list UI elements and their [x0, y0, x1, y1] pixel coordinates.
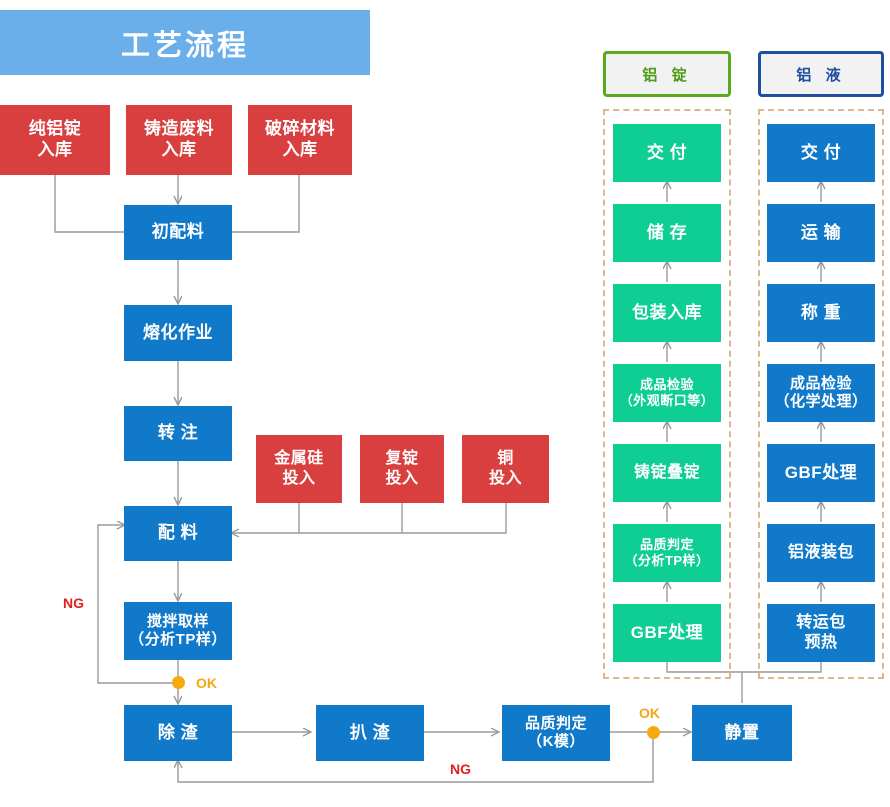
node-label: 成品检验 [639, 377, 694, 393]
branch-blue-step-6[interactable]: 转运包 预热 [767, 604, 875, 662]
branch-green-step-4[interactable]: 铸锭叠锭 [613, 444, 721, 502]
node-label: 转 注 [157, 423, 199, 443]
node-label: （K模） [527, 733, 585, 750]
branch-tab-aluminum-ingot[interactable]: 铝 锭 [603, 51, 731, 97]
node-label: 投入 [282, 470, 316, 487]
node-label: 铸造废料 [144, 119, 214, 139]
node-label: 静置 [724, 722, 760, 742]
branch-blue-step-5[interactable]: 铝液装包 [767, 524, 875, 582]
branch-blue-step-0[interactable]: 交 付 [767, 124, 875, 182]
node-label: （外观断口等） [619, 393, 715, 408]
node-bottom-pazha[interactable]: 扒 渣 [316, 705, 424, 761]
junction-dot-ok-bottom [647, 726, 660, 739]
node-bottom-chuzha[interactable]: 除 渣 [124, 705, 232, 761]
node-label: 品质判定 [639, 537, 694, 553]
node-additive-2[interactable]: 铜 投入 [462, 435, 549, 503]
node-label: GBF处理 [630, 622, 704, 642]
node-label: 金属硅 [274, 450, 324, 468]
node-label: 初配料 [151, 222, 205, 242]
branch-green-step-0[interactable]: 交 付 [613, 124, 721, 182]
node-label: GBF处理 [784, 462, 858, 482]
page-title: 工艺流程 [120, 29, 249, 62]
node-label: 交 付 [800, 142, 842, 162]
branch-green-step-3[interactable]: 成品检验 （外观断口等） [613, 364, 721, 422]
node-label: 配 料 [157, 523, 199, 543]
node-label: 预热 [804, 634, 838, 651]
node-intake-0[interactable]: 纯铝锭 入库 [0, 105, 110, 175]
branch-green-step-1[interactable]: 储 存 [613, 204, 721, 262]
node-label: 称 重 [800, 302, 842, 322]
node-main-chupeiliao[interactable]: 初配料 [124, 205, 232, 260]
node-main-peiliao[interactable]: 配 料 [124, 506, 232, 561]
node-label: 入库 [282, 140, 318, 159]
node-label: 铜 [497, 450, 514, 468]
node-label: 储 存 [646, 222, 688, 242]
page-title-banner: 工艺流程 [0, 10, 370, 75]
node-label: 除 渣 [157, 722, 199, 742]
branch-container-aluminum-liquid [758, 109, 884, 679]
node-label: （化学处理） [774, 393, 868, 410]
node-bottom-pinzhipanding[interactable]: 品质判定 （K模） [502, 705, 610, 761]
node-additive-0[interactable]: 金属硅 投入 [256, 435, 342, 503]
node-additive-1[interactable]: 复锭 投入 [360, 435, 444, 503]
node-label: 运 输 [800, 222, 842, 242]
node-label: 品质判定 [524, 714, 587, 732]
node-label: 铸锭叠锭 [633, 464, 700, 482]
node-label: 入库 [37, 140, 73, 159]
node-label: 入库 [161, 140, 197, 159]
node-label: 扒 渣 [349, 722, 391, 742]
node-intake-2[interactable]: 破碎材料 入库 [248, 105, 352, 175]
node-label: 投入 [385, 470, 419, 487]
node-label: 熔化作业 [143, 322, 213, 342]
node-label: 搅拌取样 [146, 612, 209, 630]
node-label: 转运包 [796, 614, 846, 632]
node-main-zhuanzhu[interactable]: 转 注 [124, 406, 232, 461]
node-label: 成品检验 [789, 374, 852, 392]
node-label: 包装入库 [632, 302, 702, 322]
node-bottom-jingzhi[interactable]: 静置 [692, 705, 792, 761]
edge-label-ng-bottom: NG [450, 761, 471, 777]
branch-tab-label: 铝 锭 [642, 66, 692, 84]
branch-green-step-2[interactable]: 包装入库 [613, 284, 721, 342]
node-label: 投入 [488, 470, 522, 487]
branch-green-step-5[interactable]: 品质判定 （分析TP样） [613, 524, 721, 582]
branch-blue-step-4[interactable]: GBF处理 [767, 444, 875, 502]
node-label: 铝液装包 [787, 544, 854, 562]
node-main-jiaobanquyang[interactable]: 搅拌取样 （分析TP样） [124, 602, 232, 660]
node-main-ronghua[interactable]: 熔化作业 [124, 305, 232, 361]
node-label: （分析TP样） [129, 631, 227, 648]
junction-dot-ok-mid [172, 676, 185, 689]
branch-blue-step-2[interactable]: 称 重 [767, 284, 875, 342]
node-label: 纯铝锭 [28, 119, 82, 139]
node-intake-1[interactable]: 铸造废料 入库 [126, 105, 232, 175]
branch-blue-step-1[interactable]: 运 输 [767, 204, 875, 262]
node-label: 交 付 [646, 142, 688, 162]
branch-tab-aluminum-liquid[interactable]: 铝 液 [758, 51, 884, 97]
edge-label-ng-left: NG [63, 595, 84, 611]
edge-label-ok-mid: OK [196, 675, 217, 691]
node-label: 破碎材料 [265, 119, 335, 139]
branch-tab-label: 铝 液 [796, 66, 846, 84]
branch-blue-step-3[interactable]: 成品检验 （化学处理） [767, 364, 875, 422]
branch-container-aluminum-ingot [603, 109, 731, 679]
node-label: 复锭 [385, 450, 419, 468]
edge-label-ok-bottom: OK [639, 705, 660, 721]
branch-green-step-6[interactable]: GBF处理 [613, 604, 721, 662]
node-label: （分析TP样） [624, 553, 710, 568]
